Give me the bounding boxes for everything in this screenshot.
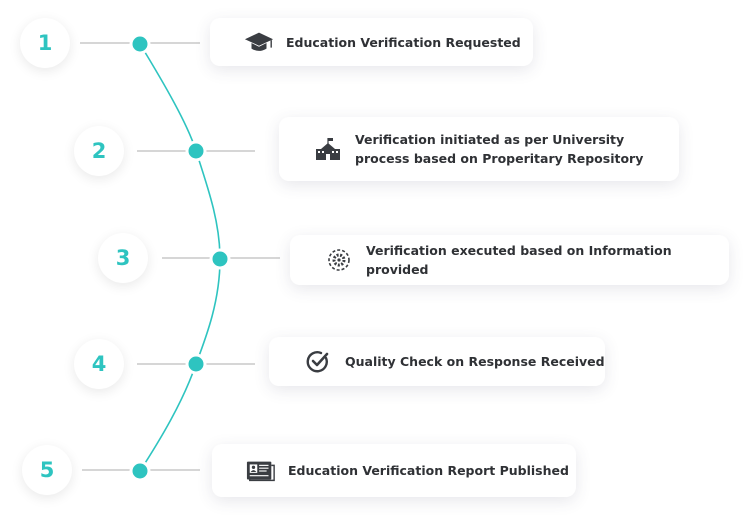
check-circle-icon	[303, 349, 333, 375]
timeline-dot-5	[129, 460, 151, 482]
timeline-dot-4	[185, 353, 207, 375]
step-card-2: Verification initiated as per University…	[279, 117, 679, 181]
step-number-5: 5	[22, 445, 72, 495]
step-text-2: Verification initiated as per University…	[355, 132, 644, 166]
gear-process-icon	[324, 247, 354, 273]
step-card-4: Quality Check on Response Received	[269, 337, 605, 386]
step-text-1: Education Verification Requested	[286, 34, 521, 50]
step-card-3: Verification executed based on Informati…	[290, 235, 729, 285]
step-card-1: Education Verification Requested	[210, 18, 533, 66]
timeline-dot-1	[129, 33, 151, 55]
step-number-1: 1	[20, 18, 70, 68]
step-text-3: Verification executed based on Informati…	[366, 243, 672, 277]
step-number-4: 4	[74, 339, 124, 389]
timeline-dot-3	[209, 248, 231, 270]
step-text-5: Education Verification Report Published	[288, 463, 569, 478]
timeline-dot-2	[185, 140, 207, 162]
step-text-4: Quality Check on Response Received	[345, 354, 605, 369]
university-building-icon	[313, 136, 343, 162]
step-number-3: 3	[98, 233, 148, 283]
step-card-5: Education Verification Report Published	[212, 444, 576, 497]
graduation-cap-icon	[244, 29, 274, 55]
report-card-icon	[246, 458, 276, 484]
step-number-2: 2	[74, 126, 124, 176]
